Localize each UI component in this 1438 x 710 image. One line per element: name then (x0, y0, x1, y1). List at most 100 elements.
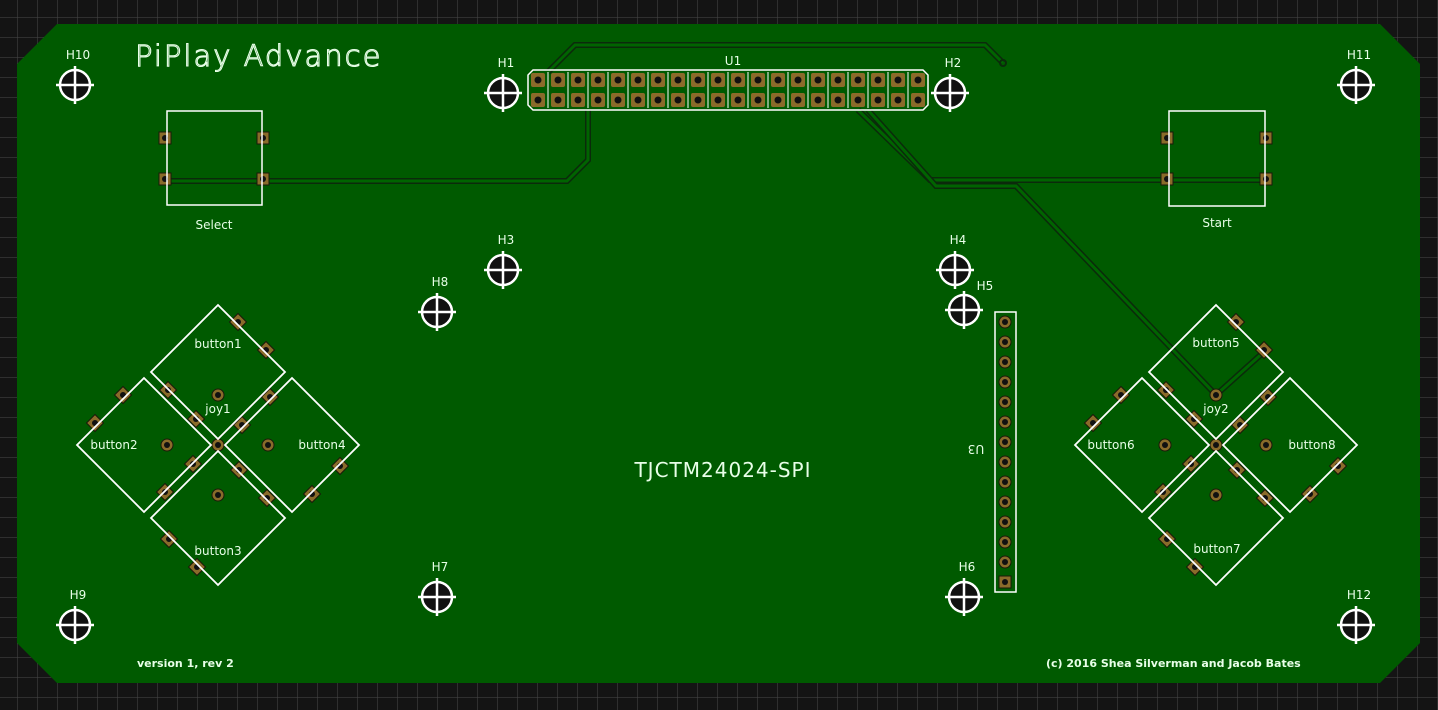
header-pin (891, 93, 905, 107)
button3-label[interactable]: button3 (194, 544, 241, 558)
mounting-hole-h1[interactable]: H1 (484, 56, 522, 112)
through-hole-pad (998, 515, 1012, 529)
start-switch-outline[interactable] (1168, 110, 1266, 207)
through-hole-pad (998, 455, 1012, 469)
header-pin (711, 93, 725, 107)
hole-label: H6 (959, 560, 976, 574)
smd-pad (257, 488, 277, 508)
hole-label: H1 (498, 56, 515, 70)
header-pin (671, 73, 685, 87)
header-pin (531, 73, 545, 87)
smd-pad (1226, 312, 1246, 332)
smd-pad (1259, 172, 1273, 186)
smd-pad (256, 131, 270, 145)
header-pin (751, 93, 765, 107)
mounting-hole-h10[interactable]: H10 (56, 48, 94, 104)
header-pin (811, 93, 825, 107)
u1-label[interactable]: U1 (725, 54, 741, 68)
hole-label: H11 (1347, 48, 1371, 62)
through-hole-pad (998, 555, 1012, 569)
board-title: PiPlay Advance (135, 39, 382, 73)
button7-outline[interactable] (1147, 449, 1285, 587)
through-hole-pad (998, 415, 1012, 429)
joy2-label[interactable]: joy2 (1202, 402, 1228, 416)
copyright-label: (c) 2016 Shea Silverman and Jacob Bates (1046, 657, 1301, 670)
through-hole-pad (1209, 388, 1223, 402)
button3-outline[interactable] (149, 449, 287, 587)
header-pin (591, 73, 605, 87)
header-pin (771, 73, 785, 87)
hole-label: H8 (432, 275, 449, 289)
button8-outline[interactable] (1221, 376, 1359, 514)
traces (165, 42, 1269, 400)
header-pin (551, 93, 565, 107)
through-hole-pad (998, 435, 1012, 449)
through-hole-pad (160, 438, 174, 452)
header-pin (871, 93, 885, 107)
mounting-hole-h6[interactable]: H6 (945, 560, 983, 616)
mounting-hole-h2[interactable]: H2 (931, 56, 969, 112)
smd-pad (1230, 415, 1250, 435)
header-pin (531, 93, 545, 107)
through-hole-pad (211, 388, 225, 402)
header-pin (771, 93, 785, 107)
start-label[interactable]: Start (1202, 216, 1232, 230)
button2-label[interactable]: button2 (90, 438, 137, 452)
smd-pad (1083, 413, 1103, 433)
header-pin (831, 93, 845, 107)
button6-outline[interactable] (1073, 376, 1211, 514)
header-pin (631, 93, 645, 107)
hole-label: H9 (70, 588, 87, 602)
via (999, 59, 1007, 67)
header-pin (751, 73, 765, 87)
select-switch-outline[interactable] (166, 110, 263, 206)
mounting-hole-h9[interactable]: H9 (56, 588, 94, 644)
button5-outline[interactable] (1147, 303, 1285, 441)
smd-pad (186, 409, 206, 429)
mounting-hole-h11[interactable]: H11 (1337, 48, 1375, 104)
lcd-label: TJCTM24024-SPI (633, 458, 811, 482)
button1-outline[interactable] (149, 303, 287, 441)
mounting-hole-h5[interactable]: H5 (945, 279, 993, 329)
mounting-hole-h7[interactable]: H7 (418, 560, 456, 616)
smd-pad (158, 131, 172, 145)
smd-pad (1160, 172, 1174, 186)
through-hole-pad (998, 375, 1012, 389)
u3-label[interactable]: U3 (968, 442, 984, 456)
through-hole-pad (211, 438, 225, 452)
button7-label[interactable]: button7 (1193, 542, 1240, 556)
button1-label[interactable]: button1 (194, 337, 241, 351)
button2-outline[interactable] (75, 376, 213, 514)
hole-label: H7 (432, 560, 449, 574)
mounting-hole-h4[interactable]: H4 (936, 233, 974, 289)
through-hole-pad (998, 315, 1012, 329)
through-hole-pad (998, 495, 1012, 509)
button6-label[interactable]: button6 (1087, 438, 1134, 452)
button8-label[interactable]: button8 (1288, 438, 1335, 452)
header-pin (631, 73, 645, 87)
trace-fill (866, 108, 1268, 398)
trace-fill (546, 43, 1005, 74)
through-hole-pad (998, 395, 1012, 409)
through-hole-pad (1158, 438, 1172, 452)
smd-pad (1328, 456, 1348, 476)
button4-label[interactable]: button4 (298, 438, 345, 452)
header-pin (731, 73, 745, 87)
joy1-label[interactable]: joy1 (204, 402, 230, 416)
header-pin (591, 93, 605, 107)
mounting-hole-h12[interactable]: H12 (1337, 588, 1375, 644)
header-pin (851, 73, 865, 87)
through-hole-pad (211, 488, 225, 502)
header-pin (791, 93, 805, 107)
button5-label[interactable]: button5 (1192, 336, 1239, 350)
header-pin (811, 73, 825, 87)
header-pin (871, 73, 885, 87)
smd-pad (302, 484, 322, 504)
select-label[interactable]: Select (195, 218, 232, 232)
hole-label: H4 (950, 233, 967, 247)
through-hole-pad (1209, 488, 1223, 502)
mounting-hole-h3[interactable]: H3 (484, 233, 522, 289)
mounting-hole-h8[interactable]: H8 (418, 275, 456, 331)
button4-outline[interactable] (223, 376, 361, 514)
